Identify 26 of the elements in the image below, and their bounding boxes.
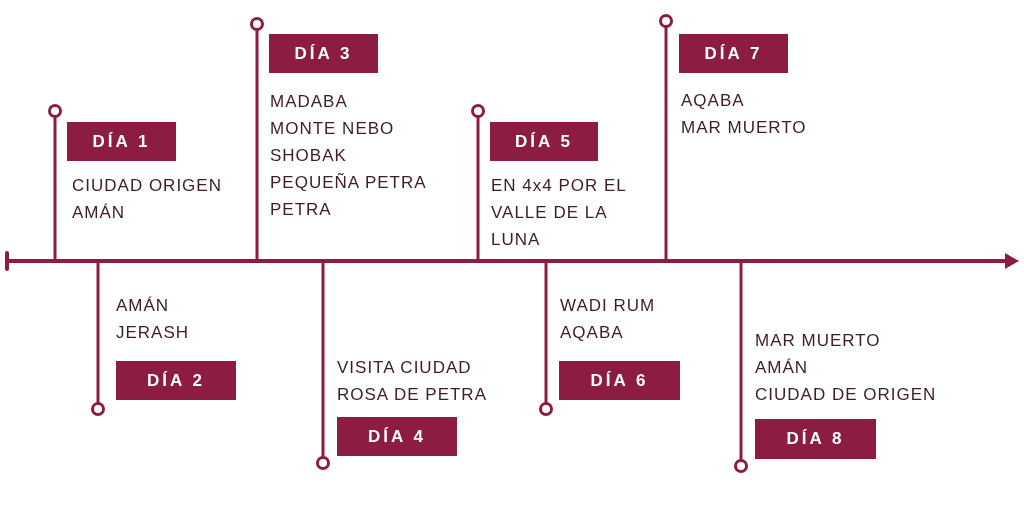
day-badge: DÍA 3 xyxy=(269,34,378,73)
day-badge: DÍA 4 xyxy=(337,417,457,456)
stop-text: PETRA xyxy=(270,199,332,221)
stop-text: VISITA CIUDAD ROSA DE PETRA xyxy=(337,357,488,406)
stop-text: AMÁN xyxy=(755,357,809,379)
stop-text: MONTE NEBO xyxy=(270,118,395,140)
stop-text: AMÁN xyxy=(116,295,170,317)
day-badge: DÍA 2 xyxy=(116,361,236,400)
stop-text: MADABA xyxy=(270,91,348,113)
stop-text: JERASH xyxy=(116,322,190,344)
day-badge: DÍA 5 xyxy=(490,122,598,161)
stop-text: MAR MUERTO xyxy=(681,117,807,139)
stop-text: AQABA xyxy=(560,322,624,344)
day-badge: DÍA 1 xyxy=(67,122,176,161)
stop-text: AMÁN xyxy=(72,202,126,224)
day-badge: DÍA 8 xyxy=(755,419,876,459)
stop-text: CIUDAD DE ORIGEN xyxy=(755,384,937,406)
stop-text: CIUDAD ORIGEN xyxy=(72,175,222,197)
stop-text: EN 4x4 POR EL VALLE DE LA LUNA xyxy=(491,175,628,251)
stop-text: AQABA xyxy=(681,90,745,112)
stop-text: WADI RUM xyxy=(560,295,656,317)
stop-text: PEQUEÑA PETRA xyxy=(270,172,427,194)
stop-text: SHOBAK xyxy=(270,145,347,167)
day-badge: DÍA 6 xyxy=(559,361,680,400)
stop-text: MAR MUERTO xyxy=(755,330,881,352)
day-badge: DÍA 7 xyxy=(679,34,788,73)
